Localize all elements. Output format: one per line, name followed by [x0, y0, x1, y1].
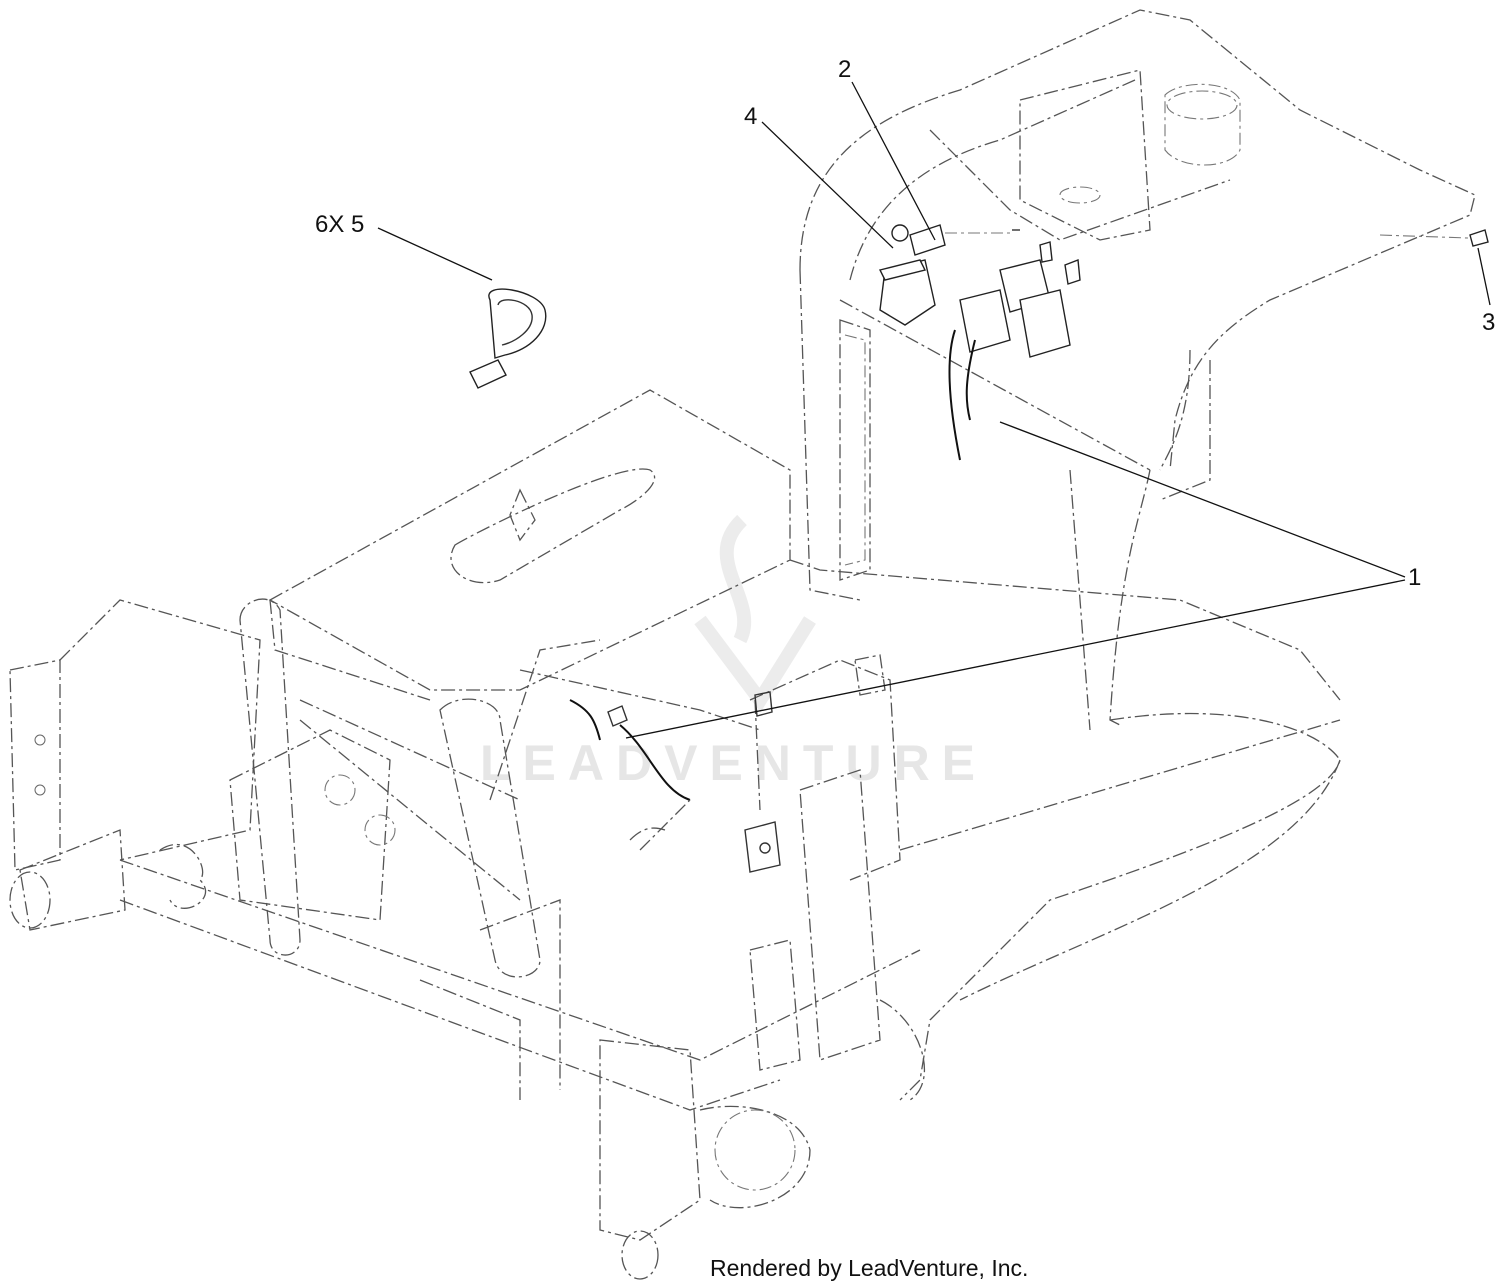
watermark-text: LEADVENTURE: [480, 735, 987, 791]
callout-3: 3: [1482, 309, 1495, 336]
callout-1: 1: [1408, 564, 1421, 591]
callout-2: 2: [838, 56, 851, 83]
callout-4: 4: [744, 103, 757, 130]
leader-line-1b: [625, 579, 1406, 739]
leader-line-2: [851, 81, 936, 241]
tube-frame: [239, 598, 761, 978]
side-brackets: [744, 654, 901, 1071]
footer-credit: Rendered by LeadVenture, Inc.: [710, 1255, 1028, 1281]
leader-line-3: [1477, 247, 1491, 306]
leader-lines: [377, 81, 1491, 739]
relay-assembly: [878, 224, 1489, 358]
leader-line-4: [761, 121, 894, 249]
leader-line-1a: [999, 421, 1406, 578]
seat-platform: [268, 389, 1341, 701]
upper-frame: [799, 9, 1476, 731]
watermark-logo-icon: [694, 514, 816, 713]
callout-labels: 1 2 3 4 6X 5: [315, 56, 1495, 591]
callout-5: 6X 5: [315, 211, 364, 238]
cable-tie-part: [469, 288, 547, 389]
wire-harness-part: [569, 329, 976, 851]
lower-chassis: [9, 599, 1341, 1280]
leader-line-5: [377, 227, 493, 281]
watermark: LEADVENTURE: [480, 514, 987, 791]
